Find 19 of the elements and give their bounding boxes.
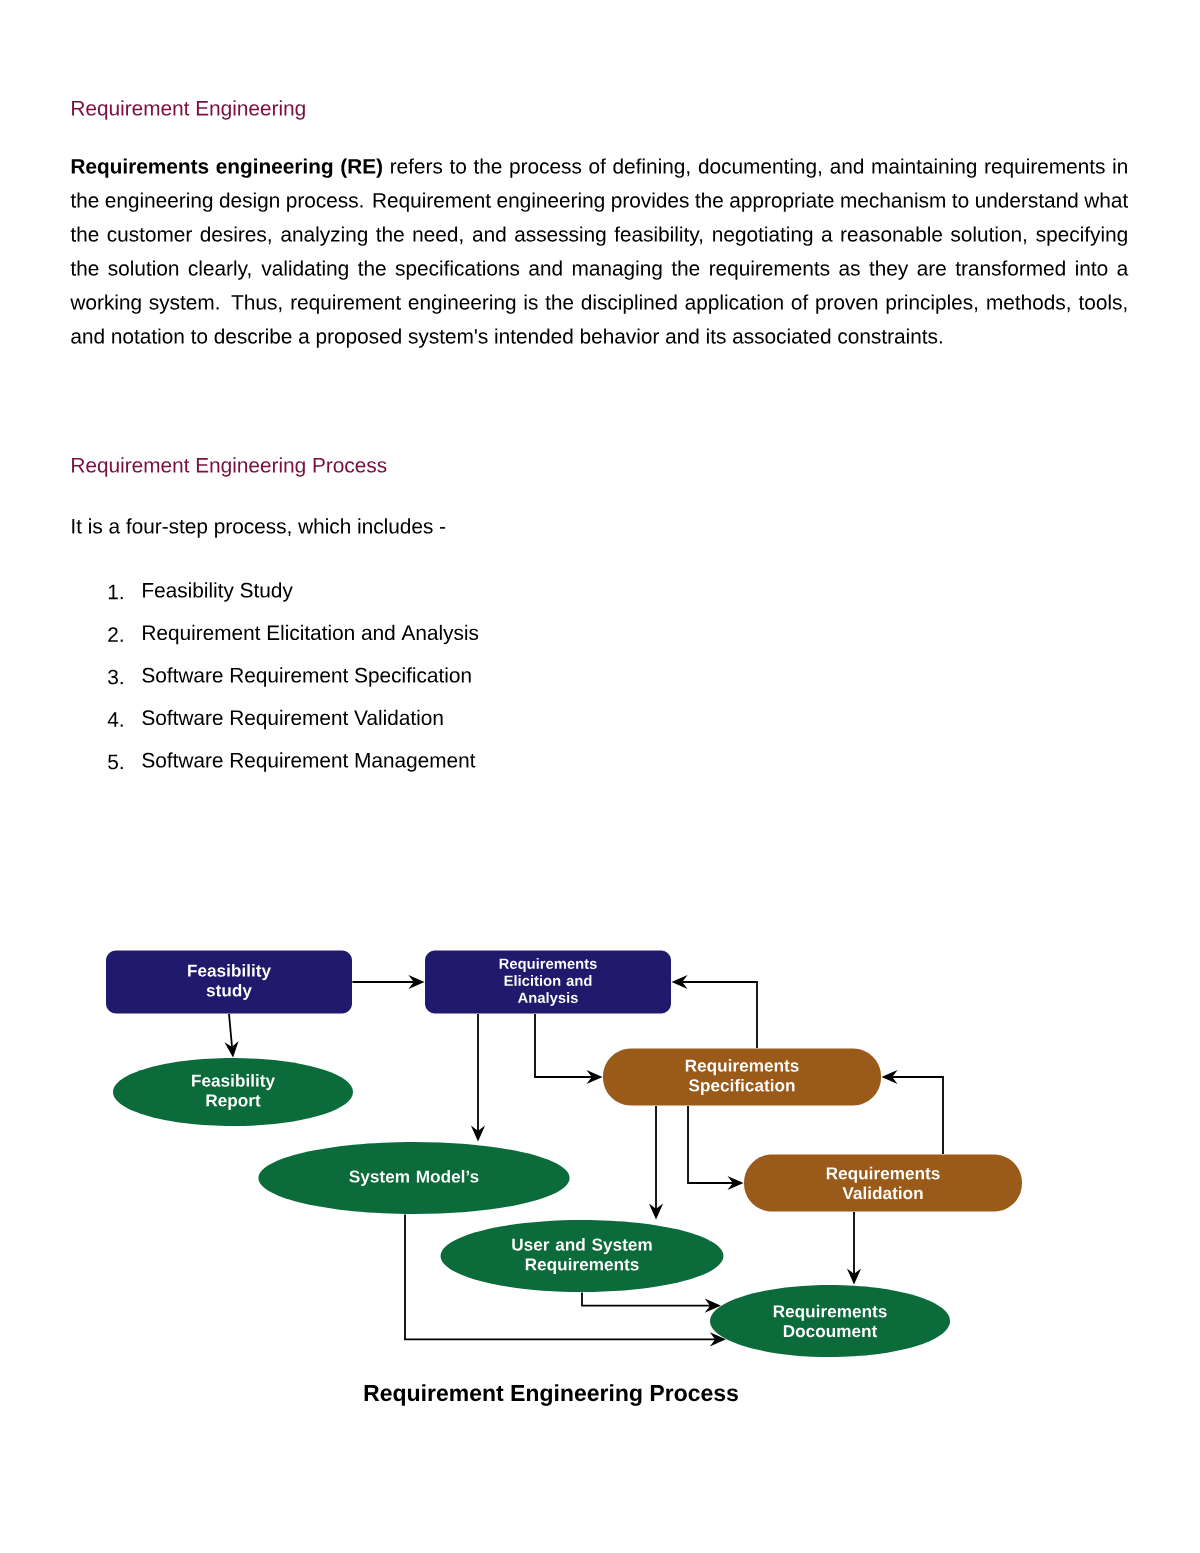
list-item: Software Requirement Validation [142,709,443,730]
list-item: Software Requirement Management [142,752,476,772]
process-pill: Requirements Validation [744,1154,1022,1212]
list-number: 1. [108,584,123,600]
heading: Requirement Engineering [72,100,305,120]
list-item: Software Requirement Specification [142,667,471,687]
list-item: Feasibility Study [143,582,293,602]
list-item: It is a four-step process, which includes - [72,518,446,538]
list-number: 4. [107,712,123,727]
paragraph: Requirements engineering (RE) refers to the process of defining, documenting, and maintaining requirements in the engineering design process. Requirement engineering provides the appropriate mechanism to understand what the customer desires, analyzing the need, and assessing feasibility, negotiating a reasonable solution, specifying the solution clearly, validating the specifications and managing the requirements as they are transformed into a working system. Thus, requirement engineering is the disciplined application of proven principles, methods, tools, and notation to describe a proposed system's intended behavior and its associated constraints. [70,158,1129,348]
heading: Requirement Engineering Process [72,457,387,477]
list-number: 5. [108,754,123,770]
process-box: Requirements Elicition and Analysis [425,950,671,1014]
caption: Requirement Engineering Process [364,1384,738,1406]
process-box: Feasibility study [106,950,352,1014]
list-number: 3. [108,669,123,685]
list-item: Requirement Elicitation and Analysis [143,624,479,645]
list-number: 2. [108,627,123,642]
process-pill: Requirements Specification [603,1048,881,1106]
